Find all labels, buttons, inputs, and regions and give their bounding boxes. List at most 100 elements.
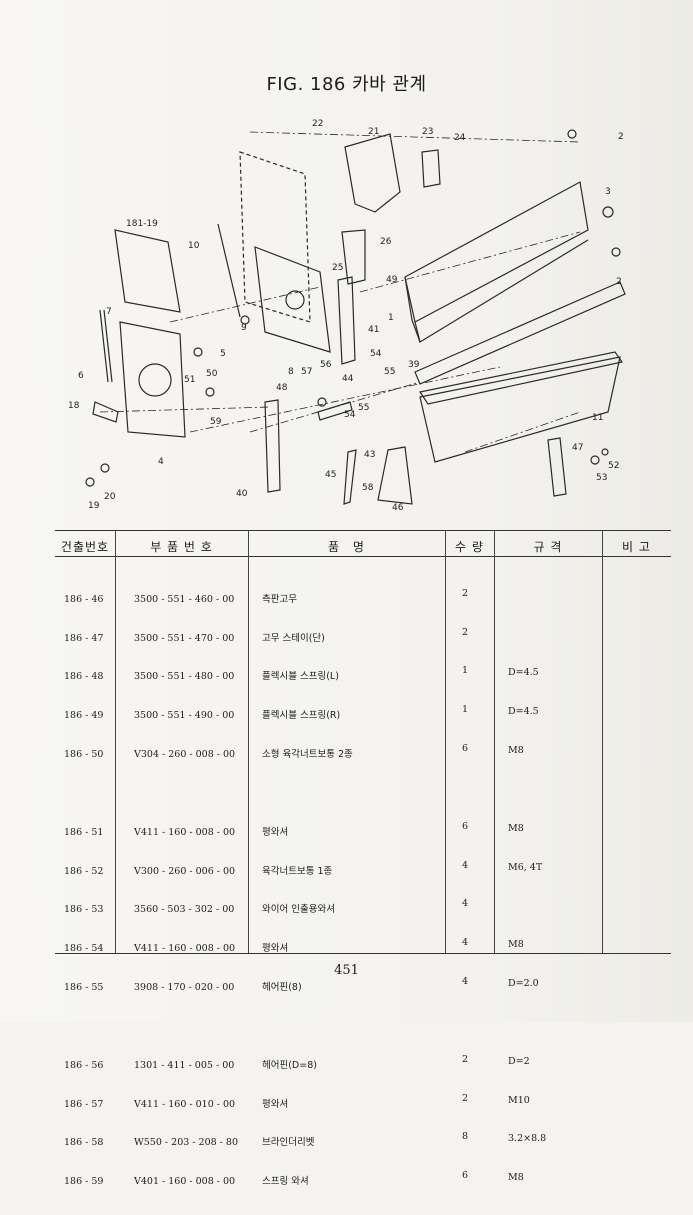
callout: 52 — [608, 461, 619, 471]
table-cell: 186 - 59 — [64, 1175, 104, 1187]
callout: 24 — [454, 133, 466, 143]
table-cell: V411 - 160 - 008 - 00 — [134, 826, 236, 838]
table-cell: 소형 육각너트보통 2종 — [262, 748, 353, 760]
table-cell: 186 - 52 — [64, 865, 104, 877]
table-cell: 186 - 50 — [64, 748, 104, 760]
header-part-no: 건출번호 — [60, 540, 110, 554]
table-cell: 평와셔 — [262, 826, 289, 838]
table-cell: 3500 - 551 - 460 - 00 — [134, 593, 235, 605]
table-cell: V304 - 260 - 008 - 00 — [134, 748, 236, 760]
table-cell — [508, 629, 546, 642]
table-cell: 플렉시블 스프링(R) — [262, 709, 341, 721]
table-cell: 186 - 57 — [64, 1098, 104, 1110]
callout: 4 — [158, 457, 164, 467]
callout: 10 — [188, 241, 200, 251]
table-cell: 186 - 47 — [64, 632, 104, 644]
table-cell: 2 — [462, 1092, 469, 1104]
callout: 26 — [380, 237, 392, 247]
row-spacer — [462, 1014, 474, 1028]
table-cell: 육각너트보통 1종 — [262, 865, 333, 877]
table-cell: M8 — [508, 822, 524, 834]
callout: 1 — [388, 313, 394, 323]
column-part-number: 3500 - 551 - 460 - 00 3500 - 551 - 470 -… — [134, 568, 238, 1215]
callout: 25 — [332, 263, 343, 273]
callout: 57 — [301, 367, 312, 377]
table-cell: 1301 - 411 - 005 - 00 — [134, 1059, 235, 1071]
table-bottom-rule — [55, 953, 671, 954]
callout: 19 — [88, 501, 100, 511]
table-cell: W550 - 203 - 208 - 80 — [134, 1137, 238, 1149]
row-spacer — [134, 787, 238, 801]
table-cell: 브라인더리벳 — [262, 1137, 315, 1149]
table-cell: 4 — [462, 859, 469, 871]
table-cell: 186 - 48 — [64, 671, 104, 683]
table-cell: 3560 - 503 - 302 - 00 — [134, 904, 235, 916]
table-cell: 와이어 인출용와셔 — [262, 904, 335, 916]
callout: 21 — [368, 127, 379, 137]
table-cell: D=4.5 — [508, 667, 539, 679]
callout: 41 — [368, 325, 379, 335]
callout: 46 — [392, 503, 404, 513]
callout: 18 — [68, 401, 80, 411]
table-cell: V411 - 160 - 010 - 00 — [134, 1098, 236, 1110]
table-cell: 186 - 46 — [64, 593, 104, 605]
callout: 54 — [370, 349, 382, 359]
table-cell: 186 - 55 — [64, 981, 104, 993]
exploded-parts-diagram: 22 21 23 24 2 3 181-19 10 26 25 49 1 2 7… — [68, 119, 626, 513]
callout: 47 — [572, 443, 583, 453]
callout: 53 — [596, 473, 607, 483]
table-cell: M8 — [508, 744, 524, 756]
table-cell: 측판고무 — [262, 593, 297, 605]
row-spacer — [262, 1020, 353, 1034]
callout: 55 — [358, 403, 369, 413]
table-cell: 4 — [462, 975, 469, 987]
table-cell: M10 — [508, 1094, 530, 1106]
table-header-rule — [55, 556, 671, 557]
callout: 5 — [220, 349, 226, 359]
callout-labels: 22 21 23 24 2 3 181-19 10 26 25 49 1 2 7… — [68, 119, 624, 513]
table-cell: 3908 - 170 - 020 - 00 — [134, 981, 235, 993]
table-cell: 고무 스테이(단) — [262, 632, 325, 644]
table-cell: 3500 - 551 - 470 - 00 — [134, 632, 235, 644]
callout: 50 — [206, 369, 218, 379]
table-cell: 1 — [462, 703, 469, 715]
table-cell: M8 — [508, 938, 524, 950]
callout: 2 — [618, 132, 624, 142]
callout: 43 — [364, 450, 375, 460]
callout: 22 — [312, 119, 323, 129]
callout: 44 — [342, 374, 354, 384]
row-spacer — [64, 1020, 103, 1034]
table-cell: 4 — [462, 936, 469, 948]
table-cell: 186 - 56 — [64, 1059, 104, 1071]
callout: 51 — [184, 375, 195, 385]
table-cell: V411 - 160 - 008 - 00 — [134, 942, 236, 954]
table-cell: D=2 — [508, 1055, 530, 1067]
callout: 8 — [288, 367, 294, 377]
table-cell: V401 - 160 - 008 - 00 — [134, 1175, 236, 1187]
callout: 40 — [236, 489, 248, 499]
column-part-name: 측판고무 고무 스테이(단) 플렉시블 스프링(L) 플렉시블 스프링(R) 소… — [262, 568, 353, 1215]
row-spacer — [508, 1016, 546, 1030]
table-cell: 2 — [462, 626, 469, 638]
header-part-number: 부 품 번 호 — [150, 540, 213, 554]
row-spacer — [508, 783, 546, 797]
table-cell: 186 - 58 — [64, 1137, 104, 1149]
table-cell: D=2.0 — [508, 977, 539, 989]
table-cell: 8 — [462, 1131, 469, 1143]
table-top-rule — [55, 530, 671, 531]
callout: 54 — [344, 410, 356, 420]
page-title: FIG. 186 카바 관계 — [266, 74, 427, 95]
table-cell: 3500 - 551 - 490 - 00 — [134, 709, 235, 721]
table-cell: 1 — [462, 665, 469, 677]
table-cell: D=4.5 — [508, 705, 539, 717]
callout: 45 — [325, 470, 336, 480]
column-part-no: 186 - 46 186 - 47 186 - 48 186 - 49 186 … — [64, 568, 103, 1215]
header-quantity: 수 량 — [455, 540, 484, 554]
column-spec: D=4.5 D=4.5 M8 M8 M6, 4T M8 D=2.0 D=2 M1… — [508, 564, 546, 1211]
header-note: 비 고 — [622, 540, 651, 554]
catalog-page: FIG. 186 카바 관계 — [0, 0, 693, 1187]
row-spacer — [64, 787, 103, 801]
callout: 59 — [210, 417, 222, 427]
callout: 55 — [384, 367, 395, 377]
callout: 2 — [616, 277, 622, 287]
